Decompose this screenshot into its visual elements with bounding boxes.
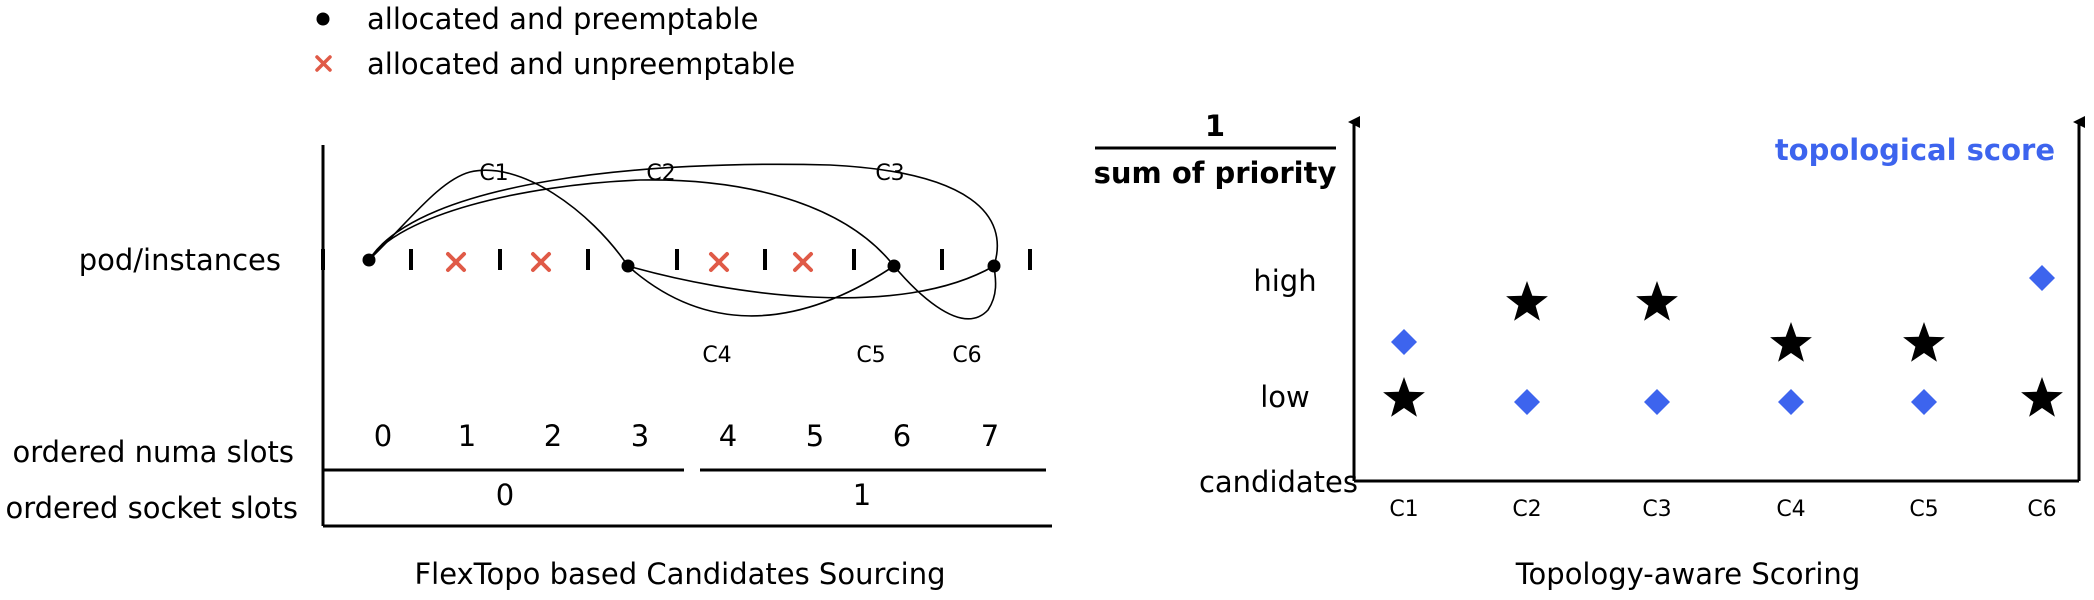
preemptable-dots xyxy=(362,253,1001,273)
numa-slot-number: 6 xyxy=(893,419,911,453)
topology-diamond-c2 xyxy=(1514,389,1540,415)
candidate-label-c2: C2 xyxy=(646,161,675,186)
topological-score-label: topological score xyxy=(1775,133,2055,167)
legend-preemptable-label: allocated and preemptable xyxy=(367,2,758,36)
right-panel: 1 sum of priority topological score high… xyxy=(1094,109,2085,591)
numa-slot-number: 0 xyxy=(374,419,392,453)
socket-slot-number: 1 xyxy=(853,478,871,512)
legend-unpreemptable-label: allocated and unpreemptable xyxy=(367,47,795,81)
curve-c2 xyxy=(368,179,895,267)
left-panel: pod/instances ordered numa slots ordered… xyxy=(5,145,1052,591)
left-caption: FlexTopo based Candidates Sourcing xyxy=(414,557,945,591)
numa-slot-number: 2 xyxy=(544,419,562,453)
topology-diamond-c4 xyxy=(1778,389,1804,415)
unpreemptable-crosses xyxy=(446,252,813,272)
unpreemptable-cross xyxy=(709,252,729,272)
y-axis-numerator: 1 xyxy=(1205,109,1225,143)
priority-star-c3 xyxy=(1636,281,1678,321)
preemptable-dot xyxy=(621,259,635,273)
unpreemptable-cross-icon xyxy=(315,55,332,72)
unpreemptable-cross xyxy=(793,252,813,272)
numa-slot-number: 5 xyxy=(806,419,824,453)
priority-star-c1 xyxy=(1383,377,1425,417)
numa-slots-label: ordered numa slots xyxy=(12,435,294,469)
y-axis-denominator: sum of priority xyxy=(1094,156,1337,190)
topology-diamond-c1 xyxy=(1391,329,1417,355)
unpreemptable-cross xyxy=(531,252,551,272)
numa-slot-numbers: 0 1 2 3 4 5 6 7 xyxy=(374,419,999,453)
slot-ticks xyxy=(321,249,1032,270)
score-marks xyxy=(1383,265,2063,417)
numa-slot-number: 1 xyxy=(458,419,476,453)
topology-diamond-c6 xyxy=(2029,265,2055,291)
priority-star-c2 xyxy=(1506,281,1548,321)
topology-diamond-c3 xyxy=(1644,389,1670,415)
candidate-label-c6: C6 xyxy=(952,343,981,368)
curve-c5 xyxy=(627,265,995,299)
preemptable-dot xyxy=(362,253,376,267)
curve-c3 xyxy=(368,163,999,267)
socket-slots-label: ordered socket slots xyxy=(5,491,298,525)
pod-instances-label: pod/instances xyxy=(79,243,281,277)
low-label: low xyxy=(1260,380,1310,414)
candidate-label-c4: C4 xyxy=(702,343,731,368)
legend: allocated and preemptable allocated and … xyxy=(315,2,795,81)
candidate-label-c1: C1 xyxy=(479,161,508,186)
numa-slot-number: 7 xyxy=(981,419,999,453)
right-caption: Topology-aware Scoring xyxy=(1515,557,1860,591)
x-tick-label: C3 xyxy=(1642,497,1671,522)
priority-star-c6 xyxy=(2021,377,2063,417)
high-label: high xyxy=(1253,264,1316,298)
curve-c1 xyxy=(368,169,629,267)
priority-star-c4 xyxy=(1770,322,1812,362)
candidate-label-c5: C5 xyxy=(856,343,885,368)
numa-slot-number: 4 xyxy=(719,419,737,453)
numa-slot-number: 3 xyxy=(631,419,649,453)
x-tick-label: C2 xyxy=(1512,497,1541,522)
priority-star-c5 xyxy=(1903,322,1945,362)
curve-c4 xyxy=(627,265,895,317)
candidate-curves xyxy=(368,163,999,320)
x-tick-label: C6 xyxy=(2027,497,2056,522)
x-tick-label: C5 xyxy=(1909,497,1938,522)
curve-c6 xyxy=(893,265,997,320)
candidate-tick-labels: C1 C2 C3 C4 C5 C6 xyxy=(1389,497,2056,522)
candidates-axis-label: candidates xyxy=(1199,465,1358,499)
socket-slot-number: 0 xyxy=(496,478,514,512)
x-tick-label: C4 xyxy=(1776,497,1805,522)
x-tick-label: C1 xyxy=(1389,497,1418,522)
preemptable-dot-icon xyxy=(316,12,330,26)
preemptable-dot xyxy=(887,259,901,273)
topology-diamond-c5 xyxy=(1911,389,1937,415)
candidate-label-c3: C3 xyxy=(875,161,904,186)
preemptable-dot xyxy=(987,259,1001,273)
unpreemptable-cross xyxy=(446,252,466,272)
